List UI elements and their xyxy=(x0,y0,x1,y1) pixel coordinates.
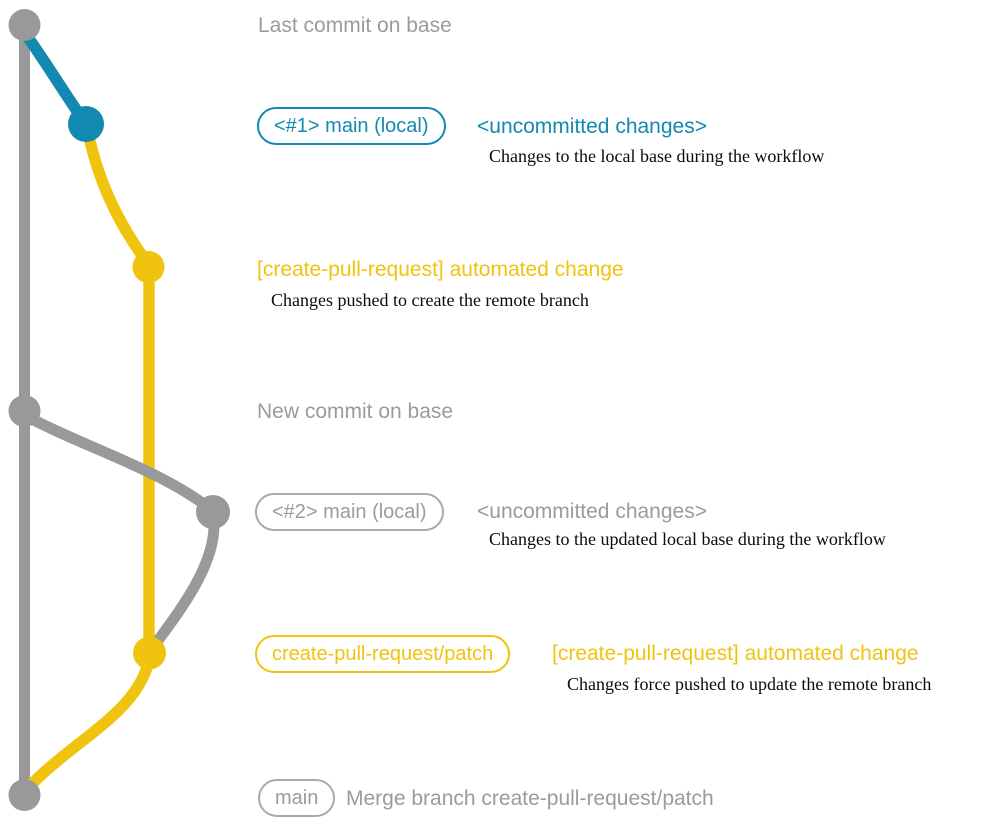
commit-graph xyxy=(8,9,230,811)
branch-badge-main-local-2: <#2> main (local) xyxy=(255,493,444,531)
commit-dot-automated-1 xyxy=(132,251,165,283)
note-local-base-changes-2: Changes to the updated local base during… xyxy=(489,529,886,549)
commit-dot-new-base xyxy=(8,395,41,427)
annotation-new-commit-on-base: New commit on base xyxy=(257,400,454,423)
note-push-create-remote-branch: Changes pushed to create the remote bran… xyxy=(271,290,589,310)
commit-dot-merge xyxy=(8,779,41,811)
status-uncommitted-changes-1: <uncommitted changes> xyxy=(477,115,707,138)
annotation-merge-branch: Merge branch create-pull-request/patch xyxy=(346,787,714,810)
annotation-automated-change-2: [create-pull-request] automated change xyxy=(552,642,919,665)
branch-badge-main-local-1: <#1> main (local) xyxy=(257,107,446,145)
annotation-last-commit-on-base: Last commit on base xyxy=(258,14,452,37)
annotation-automated-change-1: [create-pull-request] automated change xyxy=(257,258,624,281)
status-uncommitted-changes-2: <uncommitted changes> xyxy=(477,500,707,523)
commit-dot-last-base xyxy=(8,9,41,41)
commit-dot-automated-2 xyxy=(133,636,166,670)
note-local-base-changes-1: Changes to the local base during the wor… xyxy=(489,146,825,166)
commit-dot-local-1 xyxy=(68,106,104,142)
commit-dot-local-2 xyxy=(196,495,230,529)
note-force-push-update-remote-branch: Changes force pushed to update the remot… xyxy=(567,674,932,694)
updated-local-main-line xyxy=(23,411,217,516)
patch-merge-line xyxy=(23,653,156,792)
force-push-line xyxy=(146,512,220,654)
branch-badge-main: main xyxy=(258,779,336,817)
branch-badge-patch: create-pull-request/patch xyxy=(255,635,511,673)
patch-branch-line xyxy=(81,126,155,653)
